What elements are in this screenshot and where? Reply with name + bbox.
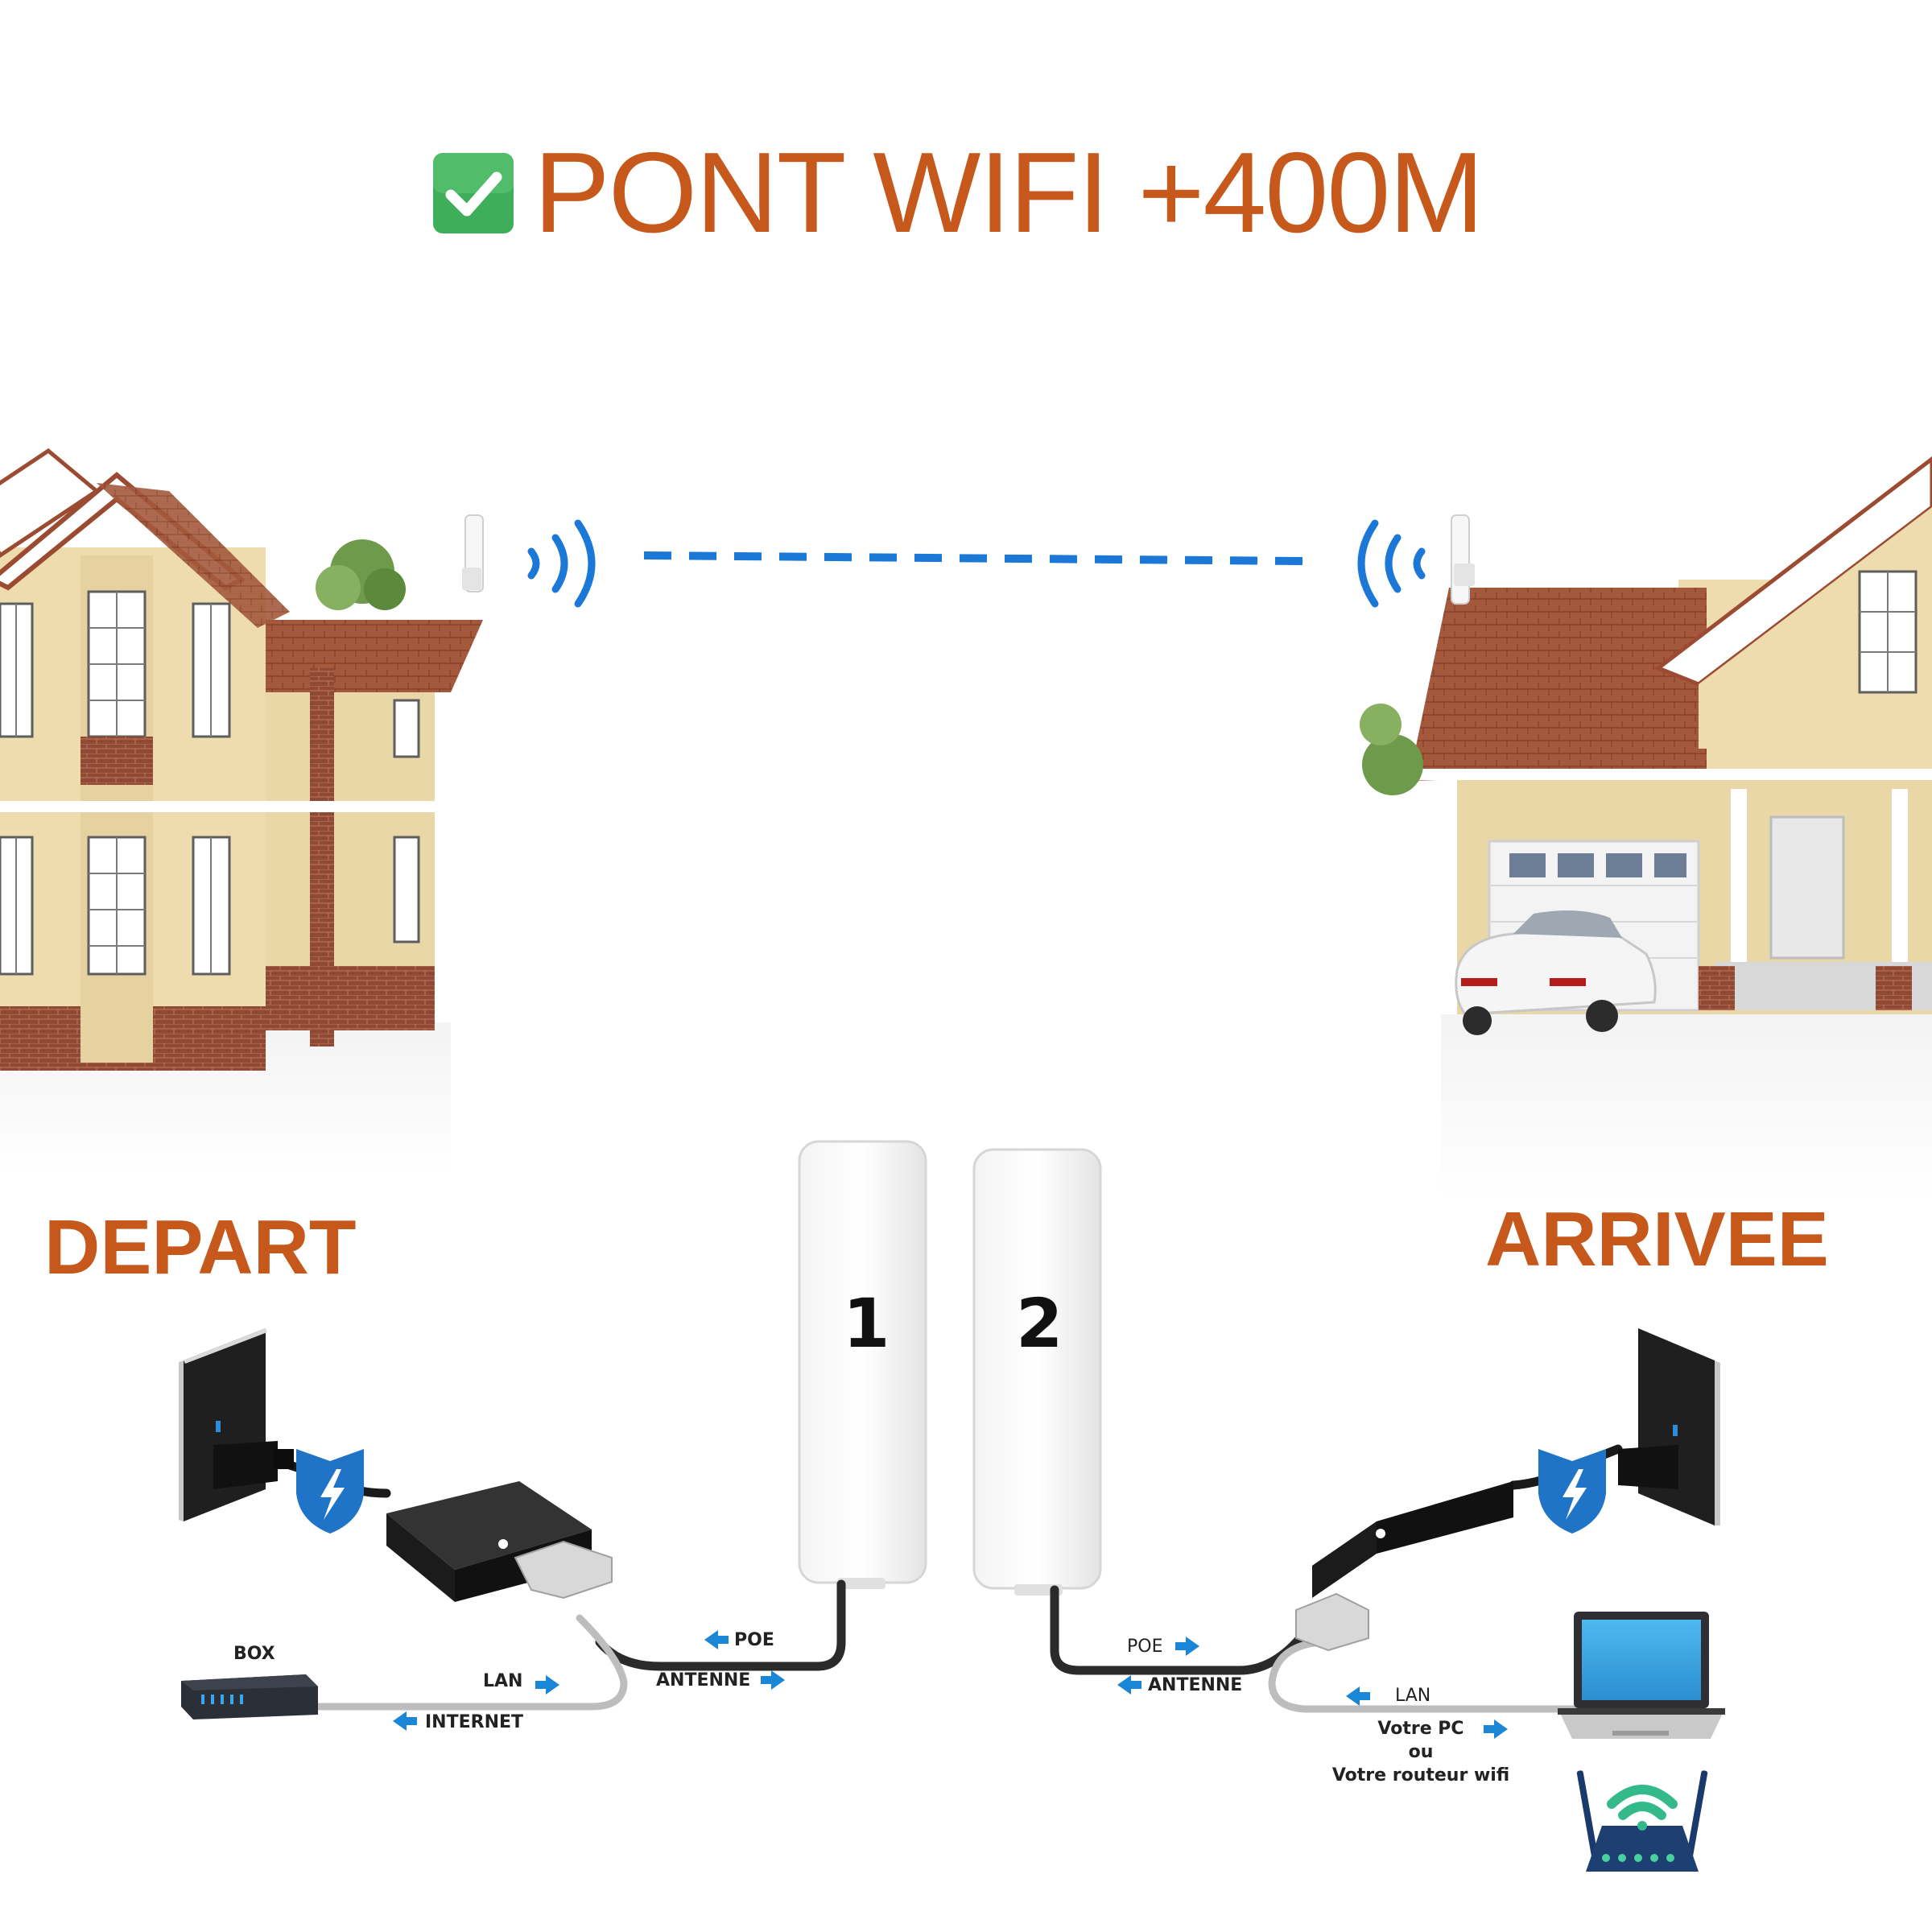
surge-shield-right-icon (1538, 1449, 1606, 1534)
right-house (1360, 456, 1932, 1199)
left-house (0, 448, 484, 1175)
arrow-internet-left-icon (393, 1711, 417, 1731)
poe-label-left: POE (734, 1630, 774, 1650)
pc-label: Votre PC (1377, 1719, 1464, 1739)
antenne-label-left: ANTENNE (656, 1670, 751, 1690)
title-block: PONT WIFI +400M (431, 129, 1484, 258)
page-title: PONT WIFI +400M (534, 129, 1484, 257)
internet-label: INTERNET (425, 1712, 524, 1732)
arrivee-label: ARRIVEE (1485, 1196, 1829, 1282)
antenna-unit-2 (972, 1148, 1102, 1596)
antenna-1-number: 1 (843, 1284, 890, 1363)
destination-labels: Votre PC ou Votre routeur wifi (1328, 1717, 1513, 1787)
arrow-pc-right-icon (1484, 1719, 1508, 1739)
lan-label-right: LAN (1395, 1686, 1431, 1706)
arrow-antenne-right-icon (1117, 1675, 1141, 1695)
depart-label: DEPART (44, 1204, 357, 1290)
antenna-2-number: 2 (1016, 1284, 1063, 1363)
box-router (181, 1674, 318, 1719)
surge-shield-left-icon (296, 1449, 364, 1534)
left-poe-injector (386, 1481, 613, 1602)
wifi-link (527, 519, 1426, 608)
arrow-poe-right-icon (1175, 1637, 1199, 1656)
check-mark-icon (433, 153, 514, 233)
or-label: ou (1408, 1742, 1434, 1762)
right-wall-outlet (1618, 1328, 1720, 1525)
laptop-icon (1558, 1612, 1725, 1739)
flow-arrows (393, 1630, 1508, 1739)
arrow-antenne-left-icon (761, 1670, 785, 1690)
router-label: Votre routeur wifi (1331, 1765, 1510, 1785)
antenna-unit-1 (798, 1140, 927, 1589)
right-poe-injector (1295, 1481, 1513, 1652)
arrow-poe-left-icon (704, 1630, 729, 1649)
wireless-link-line (643, 551, 1305, 565)
left-wall-outlet (179, 1328, 294, 1521)
box-label: BOX (233, 1644, 275, 1664)
signal-waves-left-icon (527, 519, 596, 608)
poe-label-right: POE (1127, 1637, 1163, 1657)
signal-waves-right-icon (1357, 519, 1426, 608)
arrow-lan-left-icon (535, 1675, 559, 1695)
lan-label-left: LAN (483, 1671, 523, 1691)
wifi-router-icon (1576, 1770, 1708, 1872)
arrow-lan-right-icon (1346, 1686, 1370, 1706)
antenne-label-right: ANTENNE (1148, 1675, 1243, 1695)
